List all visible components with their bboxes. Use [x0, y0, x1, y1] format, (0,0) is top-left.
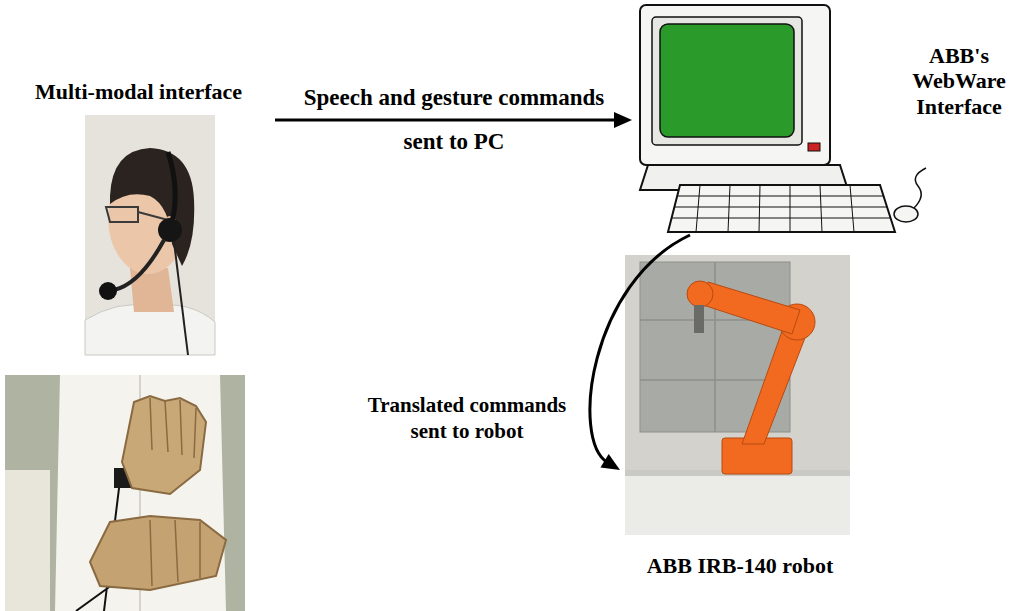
headband: [168, 152, 175, 222]
arrowhead: [600, 454, 620, 470]
screen: [660, 24, 794, 137]
connector-line: [275, 119, 618, 122]
photo-ground: [625, 255, 850, 535]
paper: [5, 470, 50, 611]
connector-arrow: [590, 235, 690, 470]
shirt: [85, 305, 215, 355]
shirt: [55, 375, 226, 611]
headset-photo: [85, 115, 215, 355]
monitor-bezel: [652, 17, 802, 145]
headset-cable: [174, 242, 188, 355]
connector-arrow: [275, 112, 632, 128]
robot-group: ABB IRB-140 robot: [620, 253, 864, 598]
pc-group: ABB's WebWare Interface: [632, 3, 1020, 235]
computer-illustration: [640, 5, 926, 232]
keyboard: [668, 185, 895, 232]
arrowhead: [614, 112, 632, 128]
robot-upper-arm: [700, 282, 800, 334]
power-button: [808, 143, 820, 151]
glasses: [106, 207, 168, 222]
node-heading: ABB IRB-140 robot: [620, 553, 860, 579]
mouse-cable: [914, 168, 926, 208]
edge-label: Speech and gesture commands sent to PC: [295, 76, 613, 164]
glove-photo: [5, 375, 245, 611]
input-group: Multi-modal interface: [5, 75, 275, 611]
connector-line: [590, 235, 690, 463]
robot-wrist: [687, 281, 713, 307]
robot-photo: [625, 255, 850, 535]
keyboard-keys: [672, 185, 890, 232]
microphone-boom: [114, 240, 164, 290]
table: [625, 470, 850, 535]
edge-label: Translated commands sent to robot: [358, 392, 576, 445]
upper-glove: [122, 396, 206, 494]
photo-ground: [85, 115, 215, 355]
earpiece: [158, 218, 182, 242]
lower-glove: [90, 516, 226, 590]
photo-ground: [5, 375, 245, 611]
glove-fingers: [150, 520, 200, 586]
node-heading: ABB's WebWare Interface: [904, 43, 1014, 119]
node-heading: Multi-modal interface: [35, 79, 242, 105]
robot-tool: [694, 305, 704, 333]
monitor: [640, 5, 830, 165]
glove-fingers: [150, 398, 196, 458]
microphone: [99, 282, 117, 300]
